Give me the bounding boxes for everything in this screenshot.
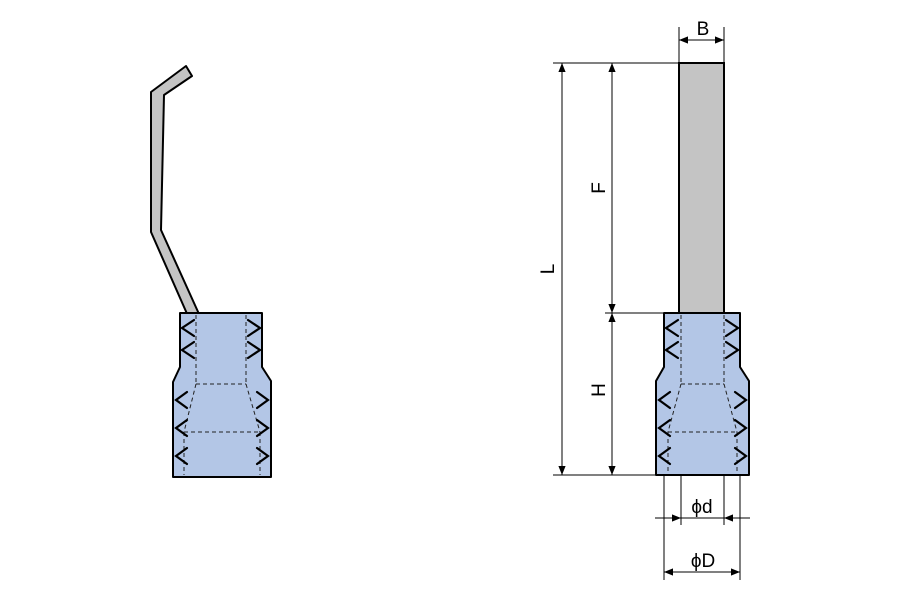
dimension-d: ϕd [655,497,750,522]
dimension-big-d-label: ϕD [691,551,715,572]
extension-lines [553,27,741,580]
dimension-l: L [538,63,566,475]
left-sleeve-hatching [174,318,270,466]
left-sleeve-hidden-lines [183,315,261,475]
dimension-h: H [589,313,616,475]
dimension-b-label: B [697,19,710,40]
dimension-f-label: F [589,182,610,194]
right-sleeve-hidden-lines [667,315,738,473]
dimension-d-label: ϕd [691,497,712,518]
right-sleeve-hatching [657,318,748,466]
dimension-h-label: H [589,383,610,397]
dimension-b: B [679,19,724,44]
right-sleeve [655,312,750,476]
left-sleeve [172,312,272,478]
bent-pin-terminal [150,65,272,478]
straight-pin-terminal [655,62,750,476]
dimension-l-label: L [538,264,559,275]
dimension-big-d: ϕD [664,551,740,576]
bent-pin [150,65,200,317]
straight-pin [678,62,725,315]
dimension-f: F [589,63,616,313]
